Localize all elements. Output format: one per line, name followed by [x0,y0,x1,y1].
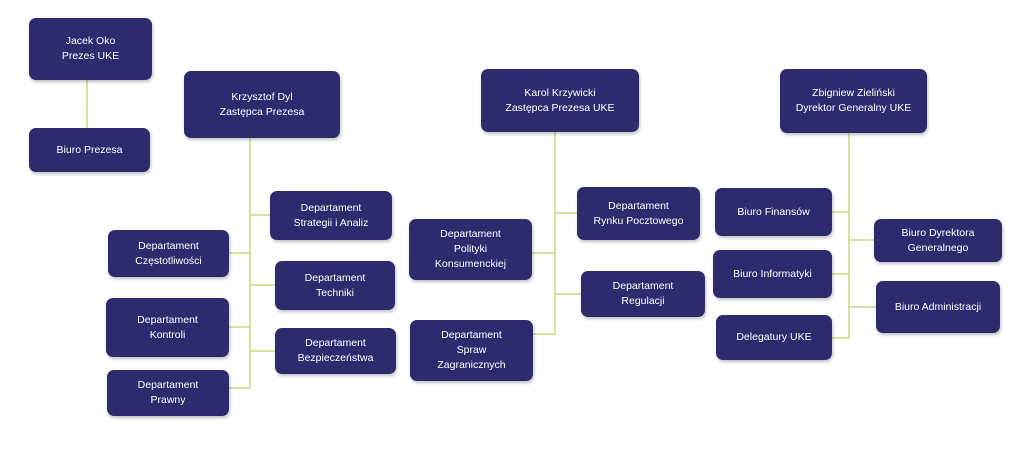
node-dep-czestotliwosci: Departament Częstotliwości [108,230,229,277]
node-dep-spraw-zagranicznych: Departament Spraw Zagranicznych [410,320,533,381]
node-dep-bezpieczenstwa: Departament Bezpieczeństwa [275,328,396,374]
node-dep-strategii: Departament Strategii i Analiz [270,191,392,240]
node-biuro-administracji: Biuro Administracji [876,281,1000,333]
node-biuro-informatyki: Biuro Informatyki [713,250,832,298]
node-prezes: Jacek Oko Prezes UKE [29,18,152,80]
node-delegatury: Delegatury UKE [716,315,832,360]
node-biuro-dyrektora: Biuro Dyrektora Generalnego [874,219,1002,262]
node-dep-regulacji: Departament Regulacji [581,271,705,317]
node-dep-rynku-pocztowego: Departament Rynku Pocztowego [577,187,700,240]
node-biuro-prezesa: Biuro Prezesa [29,128,150,172]
node-zielinski: Zbigniew Zieliński Dyrektor Generalny UK… [780,69,927,133]
node-dep-kontroli: Departament Kontroli [106,298,229,357]
node-dep-techniki: Departament Techniki [275,261,395,310]
node-dyl: Krzysztof Dyl Zastępca Prezesa [184,71,340,138]
node-dep-prawny: Departament Prawny [107,370,229,416]
node-krzywicki: Karol Krzywicki Zastępca Prezesa UKE [481,69,639,132]
node-dep-polityki: Departament Polityki Konsumenckiej [409,219,532,280]
node-biuro-finansow: Biuro Finansów [715,188,832,236]
